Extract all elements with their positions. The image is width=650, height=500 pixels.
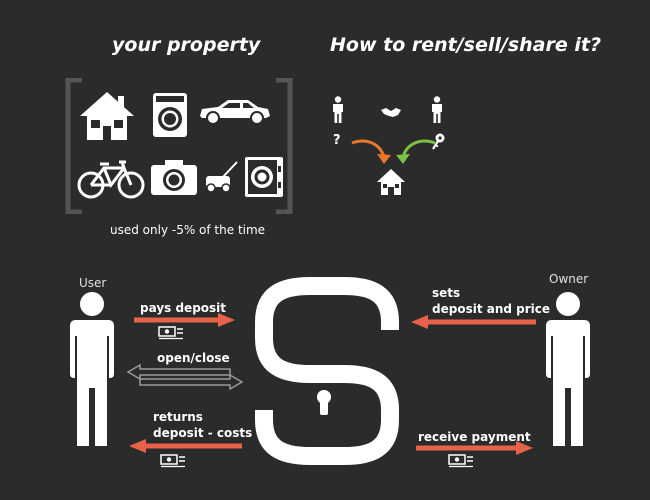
bicycle-icon: [77, 160, 145, 199]
key-icon: [432, 133, 445, 150]
right-bracket: [276, 78, 293, 214]
person-icon: [432, 96, 442, 123]
user-label: User: [79, 276, 107, 290]
washing-machine-icon: [153, 93, 187, 137]
user-figure-icon: [70, 292, 114, 446]
money-icon: [448, 454, 473, 468]
returns-label-line2: deposit - costs: [153, 426, 253, 440]
orange-curved-arrow: [351, 139, 391, 164]
lawn-mower-icon: [206, 161, 238, 193]
owner-figure-icon: [546, 292, 590, 446]
left-bracket: [65, 78, 82, 214]
receive-payment-label: receive payment: [418, 430, 531, 444]
rent-question-heading: How to rent/sell/share it?: [330, 34, 601, 56]
safe-icon: [245, 157, 283, 197]
owner-label: Owner: [549, 272, 589, 286]
green-curved-arrow: [396, 139, 436, 164]
sets-label-line2: deposit and price: [432, 302, 551, 316]
pays-deposit-label: pays deposit: [140, 301, 227, 315]
person-icon: [333, 96, 343, 123]
house-icon: [80, 92, 134, 140]
receive-payment-arrow: [416, 441, 533, 455]
car-icon: [200, 100, 270, 125]
returns-label-line1: returns: [153, 410, 203, 424]
house-icon: [377, 169, 405, 195]
pays-deposit-arrow: [134, 313, 235, 327]
lock-logo: [255, 277, 399, 465]
open-close-label: open/close: [157, 351, 230, 365]
sets-arrow: [411, 315, 536, 329]
open-close-arrow: [126, 364, 244, 390]
returns-arrow: [129, 439, 242, 453]
money-icon: [158, 326, 183, 340]
camera-icon: [151, 160, 197, 195]
handshake-icon: [381, 108, 401, 117]
usage-note: used only -5% of the time: [110, 223, 266, 237]
unknown-mark: ?: [333, 133, 341, 148]
your-property-heading: your property: [112, 34, 261, 56]
money-icon: [160, 454, 185, 468]
sets-label-line1: sets: [432, 286, 461, 300]
